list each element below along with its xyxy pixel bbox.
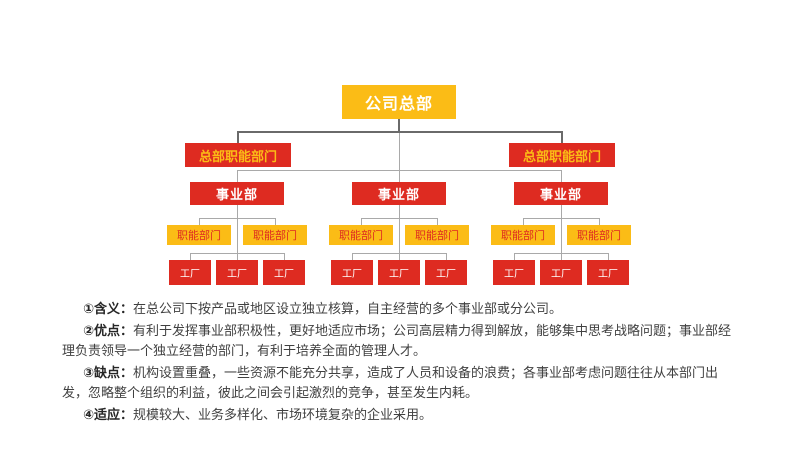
connector xyxy=(352,253,353,260)
connector xyxy=(523,218,524,225)
connector xyxy=(190,253,191,260)
node-function-dept: 职能部门 xyxy=(405,225,469,245)
connector xyxy=(352,253,446,254)
note-text: 机构设置重叠，一些资源不能充分共享，造成了人员和设备的浪费；各事业部考虑问题往往… xyxy=(62,365,719,400)
note-advantages: ②优点：有利于发挥事业部积极性，更好地适应市场；公司高层精力得到解放，能够集中思… xyxy=(62,321,740,361)
note-text: 有利于发挥事业部积极性，更好地适应市场；公司高层精力得到解放，能够集中思考战略问… xyxy=(62,323,732,358)
node-function-dept: 职能部门 xyxy=(243,225,307,245)
node-function-dept: 职能部门 xyxy=(491,225,555,245)
connector xyxy=(361,218,362,225)
node-factory: 工厂 xyxy=(587,260,629,285)
note-meaning: ①含义：在总公司下按产品或地区设立独立核算，自主经营的多个事业部或分公司。 xyxy=(62,299,740,319)
node-hq-dept-right: 总部职能部门 xyxy=(509,143,615,167)
connector xyxy=(523,218,599,219)
node-division-1: 事业部 xyxy=(190,182,284,205)
note-applicability: ④适应：规模较大、业务多样化、市场环境复杂的企业采用。 xyxy=(62,405,740,425)
node-factory: 工厂 xyxy=(263,260,305,285)
connector xyxy=(446,253,447,260)
connector xyxy=(561,170,562,182)
node-factory: 工厂 xyxy=(331,260,373,285)
connector xyxy=(237,205,238,260)
connector xyxy=(599,218,600,225)
node-function-dept: 职能部门 xyxy=(329,225,393,245)
connector xyxy=(561,131,563,143)
connector xyxy=(237,131,239,143)
connector xyxy=(514,253,608,254)
connector xyxy=(399,205,400,260)
connector xyxy=(284,253,285,260)
node-factory: 工厂 xyxy=(216,260,258,285)
node-division-3: 事业部 xyxy=(514,182,608,205)
connector xyxy=(399,133,400,182)
node-function-dept: 职能部门 xyxy=(567,225,631,245)
connector xyxy=(361,218,437,219)
connector xyxy=(237,170,562,171)
node-factory: 工厂 xyxy=(540,260,582,285)
node-company-hq: 公司总部 xyxy=(342,85,456,119)
node-factory: 工厂 xyxy=(169,260,211,285)
node-division-2: 事业部 xyxy=(352,182,446,205)
note-label: ①含义： xyxy=(83,301,134,316)
connector xyxy=(199,218,200,225)
connector xyxy=(398,119,400,132)
note-text: 规模较大、业务多样化、市场环境复杂的企业采用。 xyxy=(133,407,433,422)
note-disadvantages: ③缺点：机构设置重叠，一些资源不能充分共享，造成了人员和设备的浪费；各事业部考虑… xyxy=(62,363,740,403)
connector xyxy=(199,218,275,219)
note-text: 在总公司下按产品或地区设立独立核算，自主经营的多个事业部或分公司。 xyxy=(133,301,563,316)
note-label: ④适应： xyxy=(83,407,134,422)
node-factory: 工厂 xyxy=(425,260,467,285)
note-label: ③缺点： xyxy=(83,365,134,380)
connector xyxy=(275,218,276,225)
node-hq-dept-left: 总部职能部门 xyxy=(185,143,291,167)
connector xyxy=(514,253,515,260)
node-factory: 工厂 xyxy=(378,260,420,285)
notes-section: ①含义：在总公司下按产品或地区设立独立核算，自主经营的多个事业部或分公司。 ②优… xyxy=(62,299,740,427)
node-factory: 工厂 xyxy=(493,260,535,285)
connector xyxy=(608,253,609,260)
connector xyxy=(190,253,284,254)
connector xyxy=(437,218,438,225)
connector xyxy=(237,170,238,182)
connector xyxy=(561,205,562,260)
connector xyxy=(237,131,563,133)
note-label: ②优点： xyxy=(83,323,134,338)
node-function-dept: 职能部门 xyxy=(167,225,231,245)
